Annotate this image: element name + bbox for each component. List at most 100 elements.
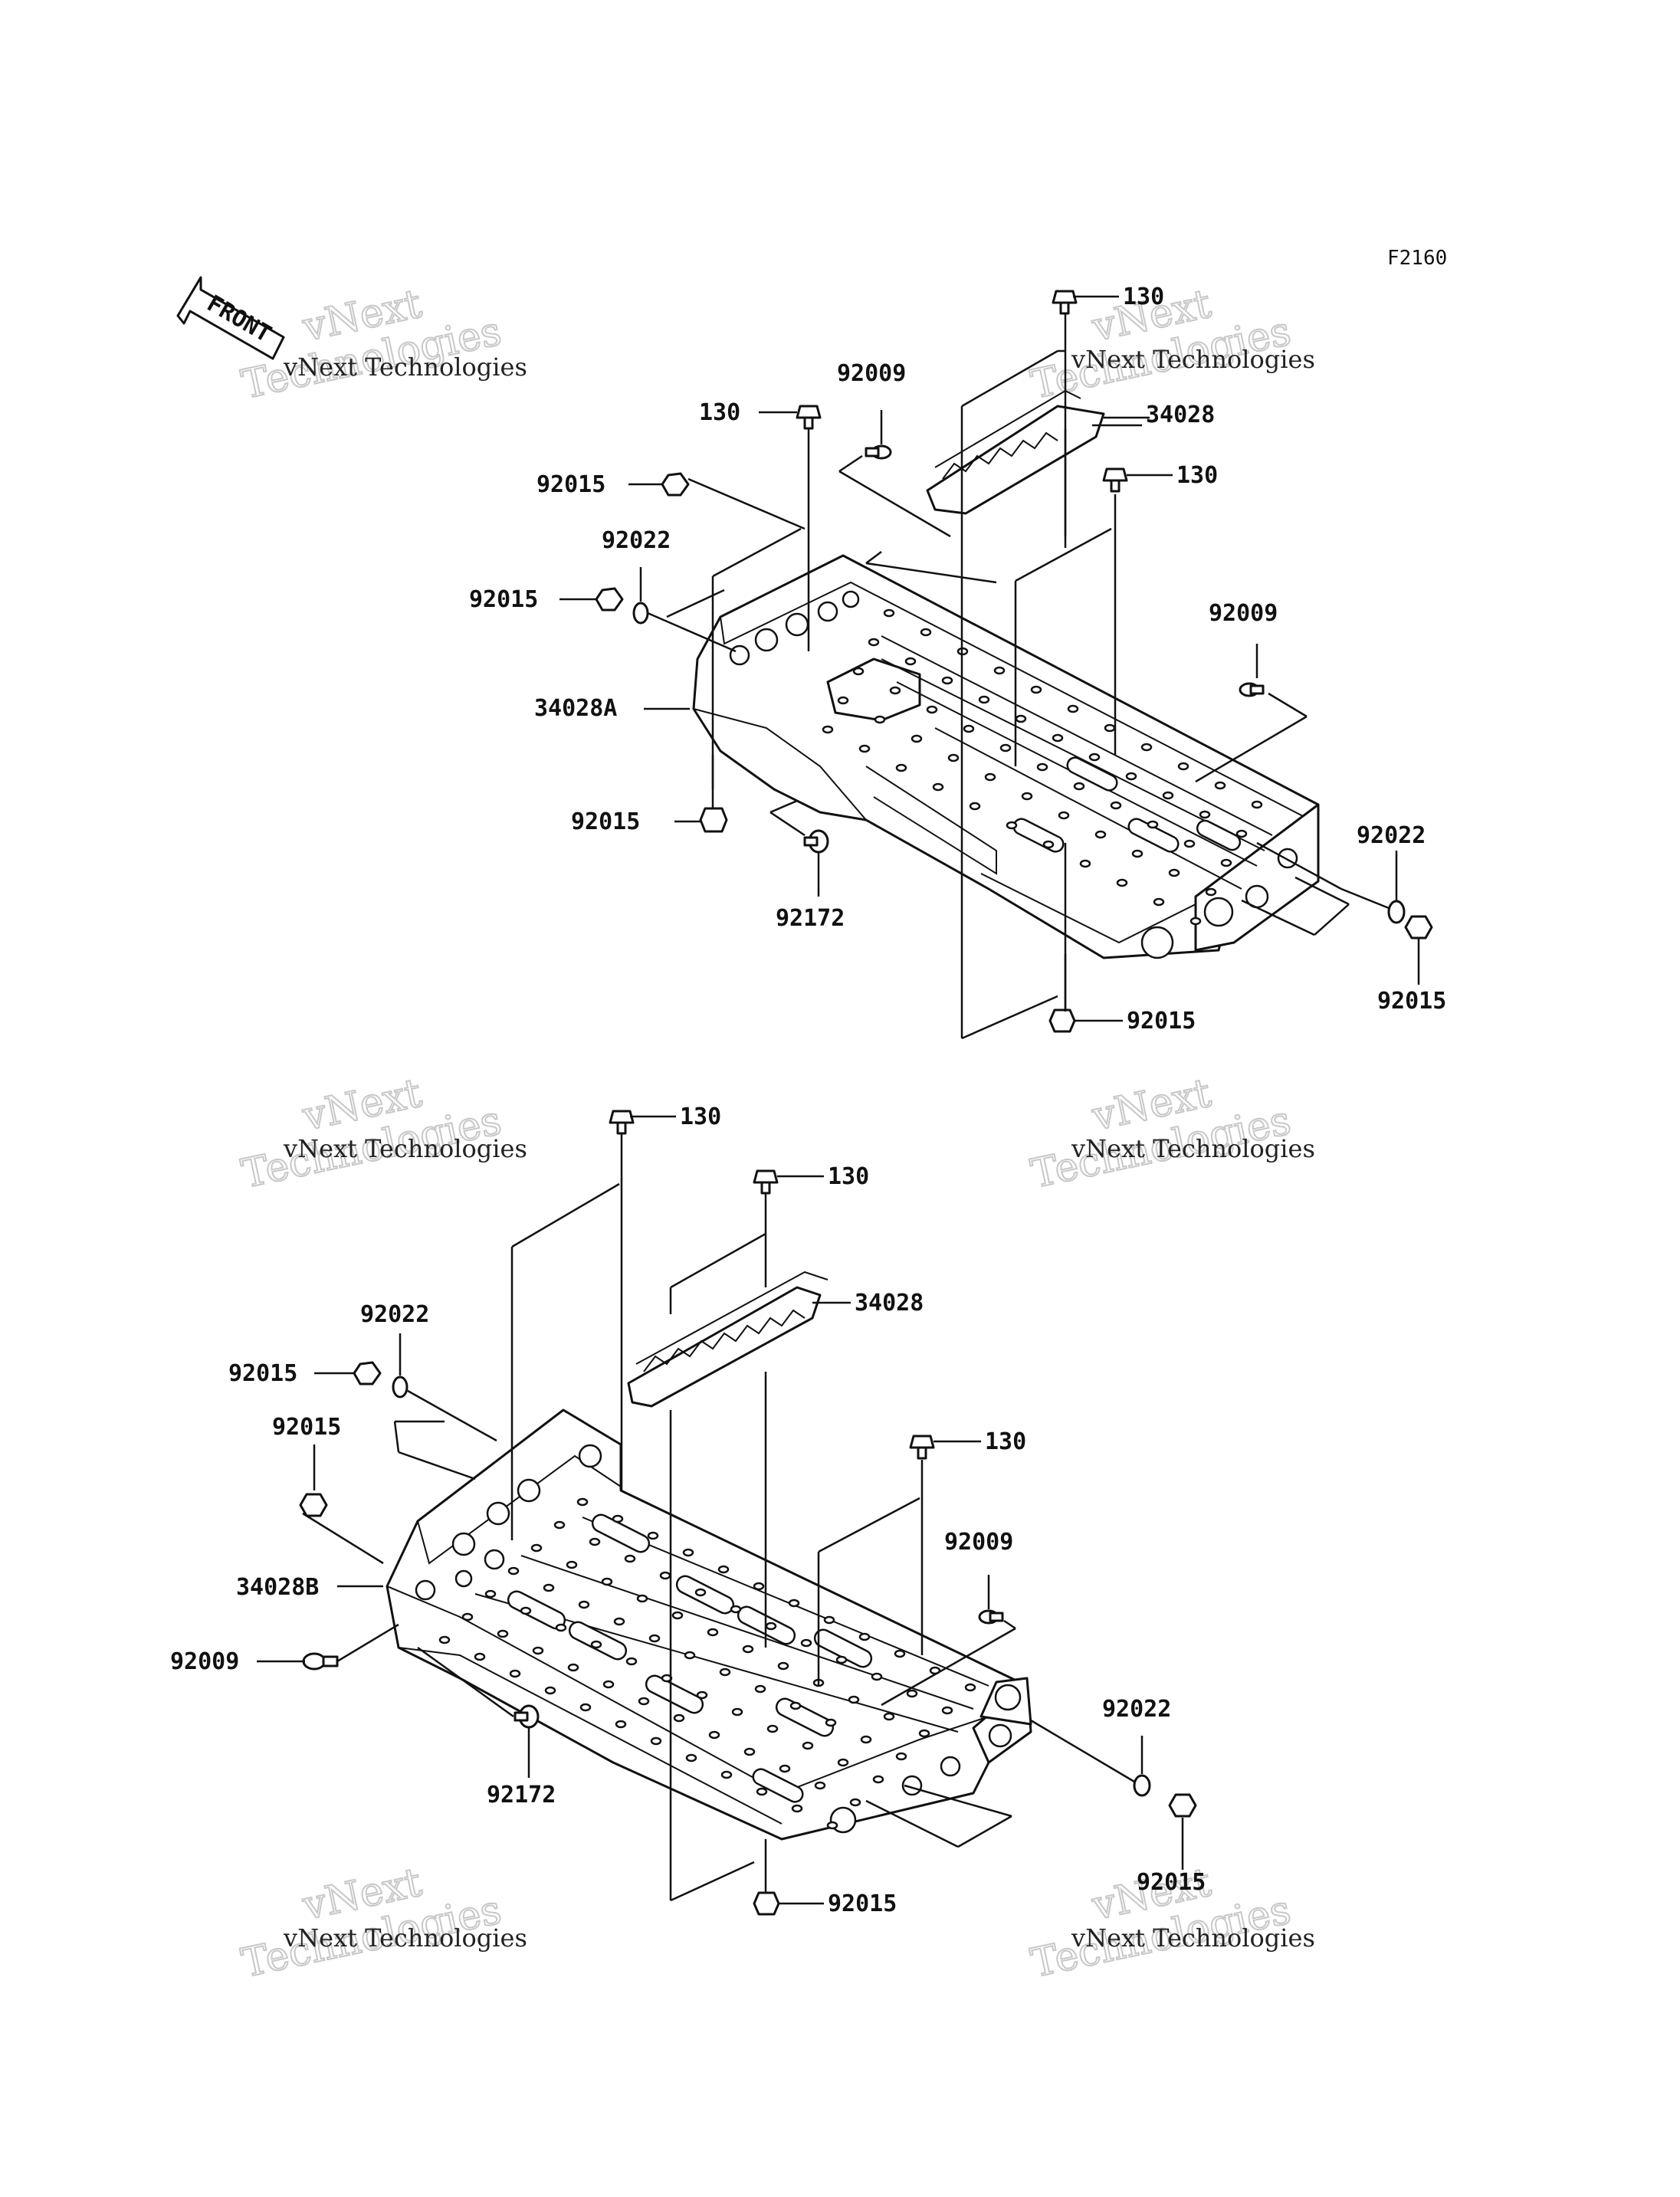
label-92009-right: 92009 xyxy=(1209,600,1278,627)
label-130-left: 130 xyxy=(699,399,740,426)
rivet xyxy=(1205,887,1217,897)
rivet xyxy=(602,1680,615,1689)
carrier-34028a xyxy=(692,554,1320,959)
rivet xyxy=(835,1655,848,1664)
label-92009-lower-left: 92009 xyxy=(170,1648,239,1675)
rivet xyxy=(858,1632,871,1641)
rivet xyxy=(579,1703,592,1712)
bolt-130-top xyxy=(1052,290,1078,315)
screw-92009-top xyxy=(865,444,892,460)
lower-assembly: 130 130 130 34028 92022 92015 92015 3402… xyxy=(170,1103,1206,1917)
screw-92009-lower-right xyxy=(978,1609,1004,1625)
rivet xyxy=(509,1669,521,1678)
bolt-130-left xyxy=(796,405,822,430)
label-92015-left: 92015 xyxy=(469,586,538,613)
label-130-mid: 130 xyxy=(1176,462,1218,489)
rivet xyxy=(1235,829,1248,838)
label-92009-top: 92009 xyxy=(837,360,906,387)
rivet xyxy=(730,1605,742,1614)
rivet xyxy=(826,1821,838,1830)
rivet xyxy=(789,1701,802,1710)
rivet xyxy=(883,608,895,618)
rivet xyxy=(906,1689,918,1698)
rivet xyxy=(858,744,871,753)
rivet xyxy=(1110,801,1122,810)
rivet xyxy=(926,705,938,714)
rivet xyxy=(941,676,953,685)
rivet xyxy=(650,1736,662,1746)
label-92015-bottom: 92015 xyxy=(1127,1008,1196,1035)
rivet xyxy=(788,1599,800,1608)
rivet xyxy=(743,1747,756,1756)
rivet xyxy=(894,1649,906,1658)
rivet xyxy=(904,657,917,666)
screw-92009-right xyxy=(1239,682,1265,697)
rivet xyxy=(918,1729,930,1738)
rivet xyxy=(636,1594,648,1603)
carrier-34028b xyxy=(386,1408,1032,1841)
rivet xyxy=(1058,811,1070,820)
rivet xyxy=(648,1634,661,1643)
label-34028b: 34028B xyxy=(236,1574,319,1601)
rivet xyxy=(872,1775,884,1784)
upper-assembly: 130 130 130 92009 92009 34028 92015 9201… xyxy=(469,284,1446,1040)
label-92015-lower-right: 92015 xyxy=(1137,1869,1206,1896)
rivet xyxy=(1183,839,1196,848)
rivet xyxy=(814,1781,826,1790)
rivet xyxy=(696,1690,708,1700)
rivet xyxy=(717,1565,730,1574)
rivet xyxy=(461,1612,474,1622)
rivet xyxy=(673,1713,685,1723)
label-92015-lower-left: 92015 xyxy=(228,1360,297,1387)
rivet xyxy=(825,1718,837,1727)
label-34028-lower: 34028 xyxy=(855,1290,924,1317)
rivet xyxy=(612,1514,624,1523)
rivet xyxy=(1131,849,1144,858)
rivet xyxy=(1073,782,1085,791)
rivet xyxy=(624,1554,636,1563)
rivet xyxy=(800,1638,812,1648)
rivet xyxy=(1153,897,1165,907)
nut-92015-right xyxy=(1404,915,1433,939)
rivet xyxy=(1140,743,1153,752)
rivet xyxy=(984,772,996,782)
rivet xyxy=(685,1753,697,1763)
rivet xyxy=(999,743,1012,753)
rivet xyxy=(474,1652,486,1661)
rivet xyxy=(1104,723,1116,733)
label-92015-right: 92015 xyxy=(1377,988,1446,1015)
label-130-lower-top: 130 xyxy=(680,1103,721,1130)
rivet xyxy=(932,782,944,792)
rivet xyxy=(963,724,975,733)
rivet xyxy=(719,1667,731,1677)
label-92015-bottom-left: 92015 xyxy=(571,808,640,835)
rivet xyxy=(543,1583,555,1592)
nut-92015-lower-left xyxy=(353,1361,382,1385)
label-92015-lower-left2: 92015 xyxy=(272,1414,341,1441)
rivet xyxy=(1021,792,1033,801)
rivet xyxy=(590,1640,602,1649)
nut-92015-lower-bottom xyxy=(753,1891,780,1916)
svg-text:vNext Technologies: vNext Technologies xyxy=(1071,1923,1315,1953)
screw-92009-lower-left xyxy=(302,1652,339,1671)
rivet xyxy=(895,763,907,772)
rivet xyxy=(520,1606,532,1615)
rivet xyxy=(766,1724,779,1733)
rivet xyxy=(895,1752,907,1761)
rivet xyxy=(837,1758,849,1767)
rivet xyxy=(756,1787,768,1796)
rivet xyxy=(484,1589,497,1599)
rivet xyxy=(993,666,1006,675)
rivet xyxy=(613,1617,625,1626)
front-arrow-icon: FRONT xyxy=(176,276,285,360)
rivet xyxy=(1015,714,1027,723)
rivet xyxy=(647,1531,659,1540)
svg-text:vNext Technologies: vNext Technologies xyxy=(283,1134,527,1163)
rivet xyxy=(822,725,834,734)
bolt-130-lower-top xyxy=(609,1110,635,1135)
rivet xyxy=(731,1707,743,1717)
rivet xyxy=(707,1628,719,1637)
rivet xyxy=(889,686,901,695)
rivet xyxy=(555,1623,567,1632)
rivet xyxy=(978,695,990,704)
